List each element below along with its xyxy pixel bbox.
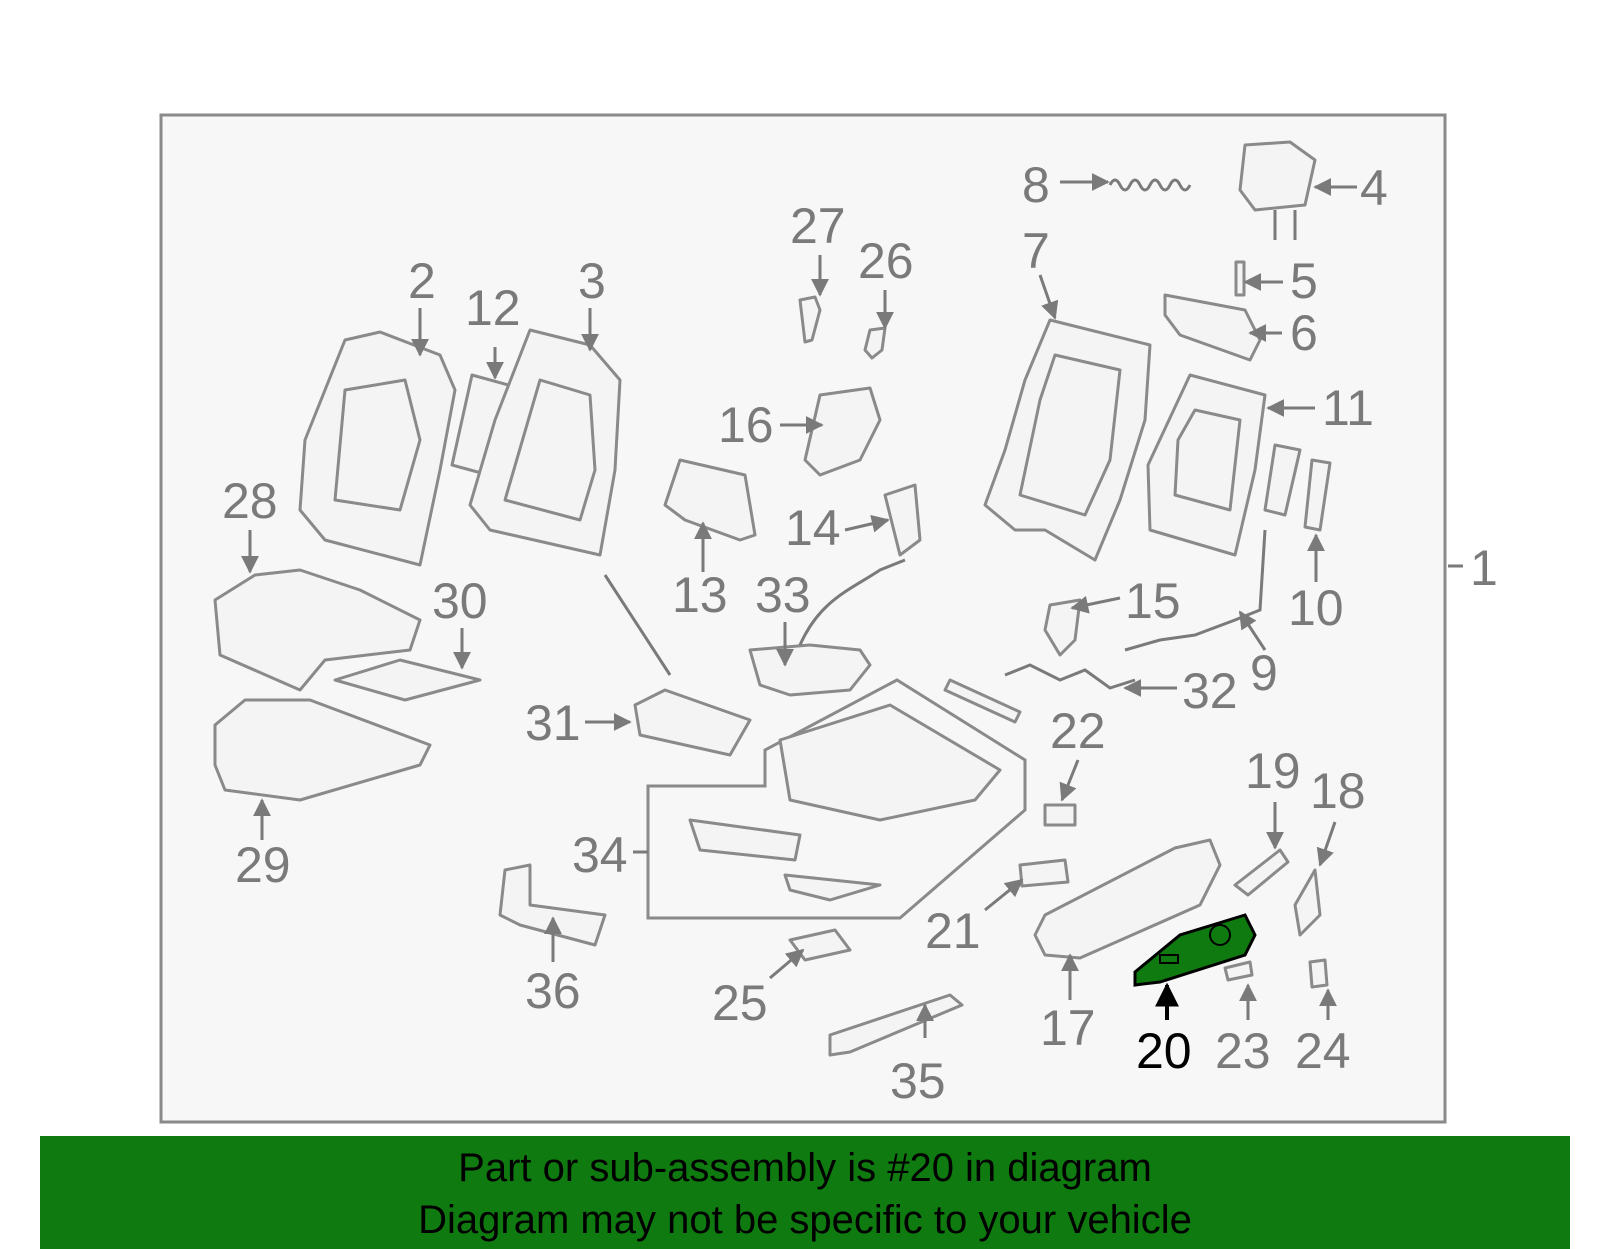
label-5: 5 <box>1290 253 1318 309</box>
part-28-cushion-cover <box>213 568 422 692</box>
label-22: 22 <box>1050 703 1106 759</box>
part-22-module <box>1043 803 1077 827</box>
label-35: 35 <box>890 1053 946 1109</box>
part-16-cover <box>803 386 882 477</box>
part-30-pad <box>333 658 482 702</box>
label-26: 26 <box>858 233 914 289</box>
part-34-adjuster-outline <box>646 678 1027 920</box>
label-13: 13 <box>672 567 728 623</box>
label-9: 9 <box>1250 645 1278 701</box>
leader-lines <box>241 173 1463 1038</box>
label-17: 17 <box>1040 1000 1096 1056</box>
banner-disclaimer-text: Diagram may not be specific to your vehi… <box>418 1198 1192 1242</box>
part-20-switch-slot <box>1159 954 1179 964</box>
part-rod <box>603 574 672 676</box>
label-10: 10 <box>1288 580 1344 636</box>
label-7: 7 <box>1022 223 1050 279</box>
part-27-guide <box>798 295 822 344</box>
info-banner: Part or sub-assembly is #20 in diagram D… <box>40 1136 1570 1249</box>
part-19-lever <box>1233 848 1290 897</box>
part-10-trim <box>1263 443 1302 517</box>
label-14: 14 <box>785 500 841 556</box>
part-24-cap <box>1308 958 1329 989</box>
part-29-cushion-pad <box>213 698 432 802</box>
label-12: 12 <box>465 280 521 336</box>
label-36: 36 <box>525 963 581 1019</box>
label-11: 11 <box>1322 380 1374 436</box>
part-31-cover <box>633 688 752 757</box>
part-18-trim <box>1293 868 1322 937</box>
banner-part-text: Part or sub-assembly is #20 in diagram <box>458 1146 1152 1190</box>
part-8-spring <box>1108 178 1192 192</box>
label-29: 29 <box>235 837 291 893</box>
part-36-cover <box>498 863 607 947</box>
label-16: 16 <box>718 397 774 453</box>
label-30: 30 <box>432 573 488 629</box>
part-17-side-shield <box>1033 838 1222 960</box>
callout-labels: 1 2 3 4 5 6 7 8 9 10 11 12 13 14 15 16 1… <box>222 157 1498 1109</box>
label-28: 28 <box>222 473 278 529</box>
label-31: 31 <box>525 695 581 751</box>
part-tube <box>943 678 1022 724</box>
label-33: 33 <box>755 567 811 623</box>
label-1: 1 <box>1470 540 1498 596</box>
part-4-headrest <box>1238 140 1317 212</box>
label-32: 32 <box>1182 663 1238 719</box>
label-25: 25 <box>712 975 768 1031</box>
part-13-panel <box>663 458 757 542</box>
label-19: 19 <box>1245 743 1301 799</box>
part-32-wiring <box>1004 663 1136 690</box>
part-14-bracket <box>883 483 922 557</box>
part-33-frame <box>748 643 872 697</box>
label-20[interactable]: 20 <box>1136 1023 1192 1079</box>
label-27: 27 <box>790 198 846 254</box>
part-20-switch-bezel[interactable] <box>1133 913 1257 987</box>
label-3: 3 <box>578 253 606 309</box>
label-23: 23 <box>1215 1023 1271 1079</box>
part-9-harness <box>1124 529 1267 652</box>
label-2: 2 <box>408 253 436 309</box>
label-21: 21 <box>925 903 981 959</box>
part-20-knob <box>1209 924 1231 946</box>
part-23-knob <box>1223 960 1254 982</box>
part-21-switch <box>1018 858 1070 888</box>
label-18: 18 <box>1310 763 1366 819</box>
label-8: 8 <box>1022 157 1050 213</box>
label-24: 24 <box>1295 1023 1351 1079</box>
label-4: 4 <box>1360 160 1388 216</box>
label-6: 6 <box>1290 305 1318 361</box>
label-34: 34 <box>572 827 628 883</box>
part-6-bracket <box>1163 293 1262 362</box>
label-15: 15 <box>1125 573 1181 629</box>
part-5-bolt <box>1234 260 1246 297</box>
